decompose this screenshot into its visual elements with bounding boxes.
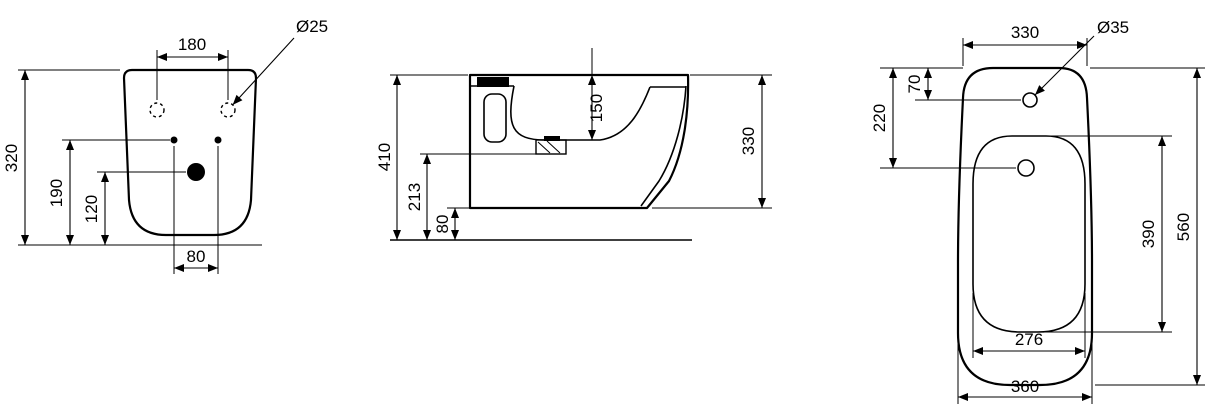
back-view-body-outline [122,68,258,237]
side-view-extension-lines [390,48,772,209]
top-view: 330 Ø35 70 220 560 390 276 360 [870,18,1205,404]
dim-label-overall-width: 360 [1011,377,1039,396]
drain-hatch-lines [537,140,561,154]
mounting-hole-left [149,102,165,118]
overflow-channel [483,93,507,143]
dim-label-overall-height: 320 [2,144,21,172]
dim-label-fixing-hole-spacing: 80 [187,247,206,266]
leader-line-tap-hole-diameter [1034,35,1095,96]
side-view: 410 213 80 150 330 [375,48,772,241]
top-view-body-outline [956,66,1094,387]
dim-label-bowl-length: 390 [1139,220,1158,248]
drain-trap-section [535,139,567,155]
dim-label-fixing-hole-height: 190 [47,179,66,207]
dim-label-bowl-width: 276 [1015,330,1043,349]
dim-label-clearance-height: 80 [433,215,452,234]
dim-label-tap-hole-diameter: Ø35 [1097,18,1129,37]
dim-label-back-width: 330 [1011,23,1039,42]
dim-label-spray-offset: 220 [870,104,889,132]
spray-nozzle-hole [1017,159,1035,177]
dim-label-hole-diameter: Ø25 [296,17,328,36]
back-view: 180 Ø25 320 190 120 80 [2,17,328,274]
mounting-hole-right [220,102,236,118]
drain-valve [544,136,560,141]
back-view-extension-lines [18,50,229,274]
leader-line-hole-diameter [232,37,295,106]
top-view-extension-lines [880,38,1205,404]
tap-hole [1022,92,1038,108]
dim-label-bowl-depth: 150 [587,94,606,122]
dim-label-tap-hole-offset: 70 [905,75,924,94]
bowl-rim-outline [972,135,1086,333]
dim-label-body-height: 330 [739,127,758,155]
dim-label-hole-spacing: 180 [178,35,206,54]
fixing-hole-right [214,136,222,144]
drain-hole [187,163,205,181]
dim-label-drain-outlet-height: 213 [405,183,424,211]
fixing-hole-left [170,136,178,144]
side-view-body-outline [468,73,690,210]
bowl-section-curve [510,85,651,141]
dim-label-overall-height-side: 410 [375,143,394,171]
dim-label-drain-height: 120 [82,195,101,223]
dim-label-overall-depth: 560 [1174,213,1193,241]
front-inner-line [640,85,687,207]
tap-deck-section [477,77,509,87]
